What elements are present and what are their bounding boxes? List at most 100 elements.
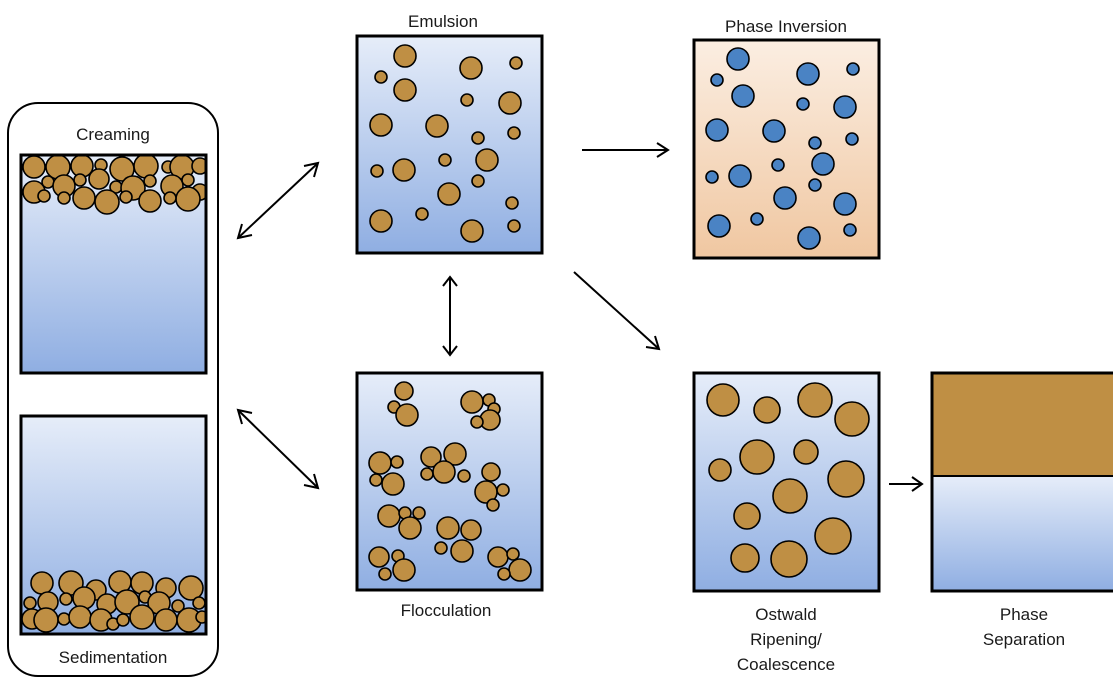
ostwald-label-line3: Coalescence — [737, 655, 835, 674]
creamed-droplet — [73, 173, 87, 187]
inverted-droplet — [845, 132, 859, 146]
oil-droplet — [393, 78, 417, 102]
phase-separation-label-line1: Phase — [1000, 605, 1048, 624]
oil-layer — [932, 373, 1113, 476]
inverted-droplet — [808, 136, 822, 150]
sedimentation-droplets — [21, 570, 206, 633]
ostwald-container — [692, 371, 881, 593]
ripened-droplet — [772, 478, 808, 514]
ripened-droplet — [797, 382, 833, 418]
creamed-droplet — [22, 155, 46, 179]
flocculated-droplet — [481, 462, 501, 482]
flocculated-droplet — [420, 467, 434, 481]
phase-separation-label-line2: Separation — [983, 630, 1065, 649]
flocculated-droplet — [392, 558, 416, 582]
oil-droplet — [369, 113, 393, 137]
sedimented-droplet — [178, 575, 204, 601]
creamed-droplet — [94, 189, 120, 215]
oil-droplet — [415, 207, 429, 221]
oil-droplet — [475, 148, 499, 172]
ripened-droplet — [770, 540, 808, 578]
arrow-emulsion-ostwald — [573, 271, 661, 351]
creaming-label: Creaming — [76, 125, 150, 144]
sedimented-droplet — [192, 596, 206, 610]
creamed-droplet — [163, 191, 177, 205]
arrow-ostwald-separation — [889, 476, 924, 492]
oil-droplet — [438, 153, 452, 167]
arrow-creaming-emulsion — [236, 161, 320, 240]
oil-droplet — [437, 182, 461, 206]
flocculated-droplet — [377, 504, 401, 528]
oil-droplet — [498, 91, 522, 115]
phase-inversion-container — [692, 38, 881, 260]
flocculated-droplet — [460, 390, 484, 414]
flocculated-droplet — [368, 451, 392, 475]
flocculated-droplet — [395, 403, 419, 427]
sedimented-droplet — [129, 604, 155, 630]
inverted-droplet — [833, 95, 857, 119]
creamed-droplet — [37, 189, 51, 203]
sedimented-droplet — [59, 592, 73, 606]
creamed-droplet — [191, 157, 206, 175]
oil-droplet — [460, 93, 474, 107]
inverted-droplet — [833, 192, 857, 216]
flocculated-droplet — [432, 460, 456, 484]
creamed-droplet — [143, 174, 157, 188]
flocculated-droplet — [398, 516, 422, 540]
sedimentation-container — [19, 414, 208, 636]
flocculated-droplet — [369, 473, 383, 487]
ripened-droplet — [827, 460, 865, 498]
flocculated-droplet — [412, 506, 426, 520]
inverted-droplet — [796, 62, 820, 86]
oil-droplet — [369, 209, 393, 233]
ripened-droplet — [753, 396, 781, 424]
inverted-droplet — [773, 186, 797, 210]
phase-inversion-label: Phase Inversion — [725, 17, 847, 36]
inverted-droplet — [705, 118, 729, 142]
oil-droplet — [374, 70, 388, 84]
arrow-sedimentation-flocculation — [236, 408, 320, 490]
creamed-droplet — [41, 175, 55, 189]
ostwald-label-line1: Ostwald — [755, 605, 816, 624]
inverted-droplet — [710, 73, 724, 87]
inverted-droplet — [797, 226, 821, 250]
oil-droplet — [471, 131, 485, 145]
ripened-droplet — [708, 458, 732, 482]
creamed-droplet — [181, 173, 195, 187]
sedimented-droplet — [33, 607, 59, 633]
creamed-droplet — [138, 189, 162, 213]
inverted-droplet — [796, 97, 810, 111]
oil-droplet — [370, 164, 384, 178]
arrow-emulsion-flocculation — [442, 275, 458, 357]
emulsion-container — [355, 34, 544, 255]
inverted-droplet — [843, 223, 857, 237]
ripened-droplet — [834, 401, 870, 437]
inverted-droplet — [726, 47, 750, 71]
ripened-droplet — [733, 502, 761, 530]
sedimented-droplet — [72, 586, 96, 610]
flocculation-label: Flocculation — [401, 601, 492, 620]
creamed-droplet — [57, 191, 71, 205]
ripened-droplet — [730, 543, 760, 573]
creamed-droplet — [133, 155, 159, 179]
sedimented-droplet — [57, 612, 71, 626]
flocculated-droplet — [420, 446, 442, 468]
flocculation-droplets — [368, 381, 532, 582]
flocculated-droplet — [470, 415, 484, 429]
flocculated-droplet — [434, 541, 448, 555]
ripened-droplet — [706, 383, 740, 417]
inverted-droplet — [750, 212, 764, 226]
phase-separation-container — [930, 371, 1113, 593]
flocculated-droplet — [496, 483, 510, 497]
ostwald-droplets — [706, 382, 870, 578]
inverted-droplet — [808, 178, 822, 192]
sedimented-droplet — [130, 571, 154, 595]
flocculated-droplet — [443, 442, 467, 466]
inverted-droplet — [707, 214, 731, 238]
flocculated-droplet — [450, 539, 474, 563]
flocculated-droplet — [506, 547, 520, 561]
flocculated-droplet — [381, 472, 405, 496]
flocculated-droplet — [460, 519, 482, 541]
flocculated-droplet — [390, 455, 404, 469]
